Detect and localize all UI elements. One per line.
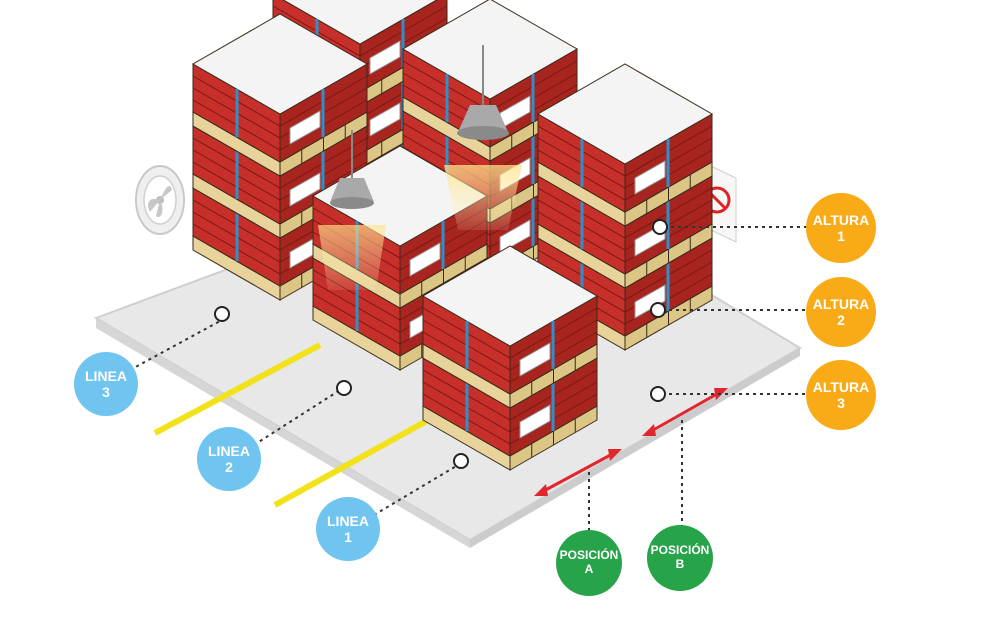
badge-number: 2 — [837, 312, 845, 328]
badge-number: 3 — [837, 395, 845, 411]
product-label — [369, 40, 401, 75]
badge-title: ALTURA — [812, 378, 870, 395]
product-boxes — [401, 0, 579, 100]
badge-letter: A — [584, 562, 594, 576]
badge-number: 3 — [102, 384, 110, 400]
product-label — [289, 172, 321, 207]
badge-title: LINEA — [327, 512, 369, 529]
product-label — [634, 284, 666, 319]
linea-1-badge: LINEA 1 — [316, 497, 380, 561]
product-label — [369, 102, 401, 137]
product-label — [289, 110, 321, 145]
badge-number: 1 — [837, 228, 845, 244]
product-boxes — [282, 0, 438, 45]
product-label — [499, 219, 531, 254]
marker-points — [214, 219, 668, 469]
posicion-a-badge: POSICIÓN A — [556, 530, 622, 596]
altura-2-badge: ALTURA 2 — [806, 277, 876, 347]
altura-3-badge: ALTURA 3 — [806, 360, 876, 430]
badge-title: ALTURA — [812, 295, 870, 312]
badge-title: POSICIÓN — [559, 548, 619, 563]
linea-3-badge: LINEA 3 — [74, 352, 138, 416]
badge-number: 1 — [344, 529, 352, 545]
ceiling-lamp-icon — [318, 130, 386, 290]
fan-icon — [135, 165, 185, 235]
linea-2-badge: LINEA 2 — [197, 427, 261, 491]
lane-line-3 — [153, 342, 322, 436]
altura-1-badge: ALTURA 1 — [806, 193, 876, 263]
ceiling-lamp-icon — [444, 45, 522, 230]
badge-letter: B — [675, 557, 685, 571]
product-label — [519, 404, 551, 439]
badge-title: ALTURA — [812, 211, 870, 228]
badge-title: LINEA — [85, 367, 127, 384]
badge-number: 2 — [225, 459, 233, 475]
lane-line-2 — [273, 405, 452, 508]
product-label — [634, 160, 666, 195]
posicion-b-badge: POSICIÓN B — [647, 525, 713, 591]
position-a-arrow — [534, 449, 622, 496]
badge-title: LINEA — [208, 442, 250, 459]
product-label — [519, 342, 551, 377]
badge-title: POSICIÓN — [650, 543, 710, 558]
product-label — [409, 242, 441, 277]
